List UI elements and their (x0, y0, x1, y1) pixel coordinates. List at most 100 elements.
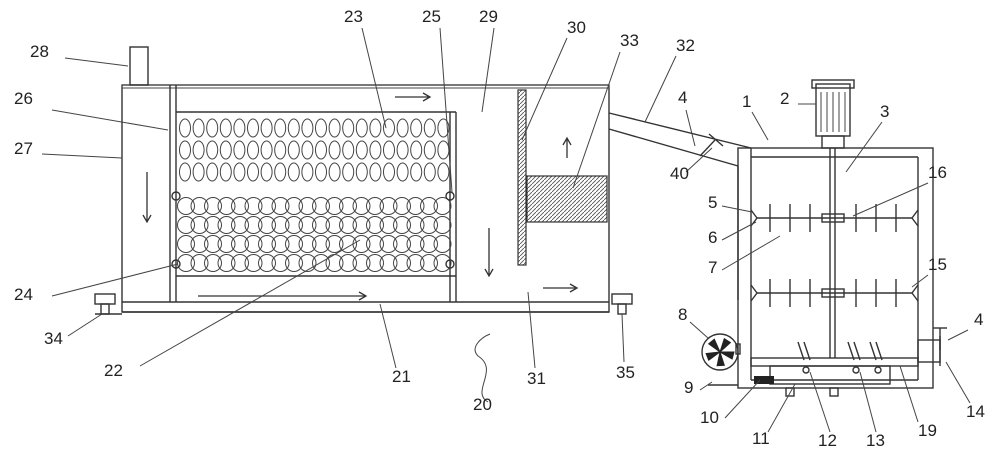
filter-oval (342, 118, 355, 138)
left-tank-top-edge (121, 84, 610, 89)
filter-oval (342, 162, 355, 182)
filter-oval (206, 140, 219, 160)
filter-ball (258, 216, 276, 234)
filter-ball (312, 216, 330, 234)
filter-oval (301, 162, 314, 182)
vent-pipe (129, 46, 149, 86)
filter-ball (352, 235, 371, 253)
filter-ball (433, 235, 452, 253)
label-l32: 32 (676, 36, 695, 55)
arrow-down-left (142, 172, 152, 224)
filter-oval (328, 140, 341, 160)
arrow-up-chamber (562, 136, 572, 158)
label-l9: 9 (684, 378, 693, 397)
filter-ball (298, 216, 317, 234)
filter-oval (219, 118, 232, 138)
filter-oval (328, 118, 341, 138)
filter-oval (274, 118, 287, 138)
label-l24: 24 (14, 285, 33, 304)
arrow-right-chamber (543, 283, 579, 293)
filter-oval (396, 140, 409, 160)
filter-ball (325, 254, 344, 272)
filter-oval (233, 162, 246, 182)
motor-base (821, 135, 845, 149)
leader-l4a (685, 109, 696, 147)
filter-oval (179, 140, 191, 160)
filter-ball (298, 254, 317, 272)
filter-ball (325, 216, 344, 234)
leader-l12 (809, 371, 831, 433)
filter-oval (423, 140, 436, 160)
label-l7: 7 (708, 258, 717, 277)
filter-oval (274, 140, 287, 160)
filter-ball (433, 216, 452, 234)
filter-ball (217, 216, 236, 234)
filter-oval (247, 140, 259, 160)
leader-l14 (945, 361, 971, 404)
arrow-right-bottom (198, 291, 368, 301)
filter-oval (192, 140, 205, 160)
leader-l32 (644, 55, 677, 123)
filter-oval (383, 162, 395, 182)
filter-ball (339, 216, 357, 234)
leader-l24 (51, 263, 179, 297)
filter-ball (258, 235, 276, 253)
filter-ball (231, 197, 249, 215)
filter-ball (366, 254, 384, 272)
fan-blade (716, 350, 725, 367)
leader-l27 (41, 153, 123, 159)
leader-l9 (699, 381, 713, 391)
filter-ball (244, 235, 263, 253)
left-tank (94, 46, 633, 315)
filter-ball (298, 197, 317, 215)
filter-oval (423, 118, 436, 138)
filter-oval (260, 162, 273, 182)
label-l3: 3 (880, 102, 889, 121)
filter-ball (406, 235, 425, 253)
connecting-pipe (608, 112, 752, 300)
nozzle (869, 341, 883, 361)
filter-ball (190, 254, 209, 272)
label-l22: 22 (104, 361, 123, 380)
label-l10: 10 (700, 408, 719, 427)
filter-ball (285, 197, 303, 215)
leader-l33 (572, 51, 621, 189)
label-l2: 2 (780, 89, 789, 108)
filter-oval (233, 118, 246, 138)
filter-ball (271, 197, 290, 215)
hinge-left-upper (171, 191, 181, 201)
fan-blade (718, 351, 735, 360)
left-foot-plate (94, 293, 116, 305)
filter-oval (355, 118, 368, 138)
filter-ball (285, 235, 303, 253)
air-inlet-spring (754, 376, 774, 384)
label-l15: 15 (928, 255, 947, 274)
filter-ball (339, 235, 357, 253)
filter-oval (369, 118, 382, 138)
hinge-right-upper (445, 191, 455, 201)
filter-ball (271, 254, 290, 272)
filter-oval (260, 118, 273, 138)
leader-l21 (379, 303, 397, 369)
filter-oval (355, 140, 368, 160)
label-l21: 21 (392, 367, 411, 386)
filter-oval (342, 140, 355, 160)
filter-ball (204, 197, 222, 215)
outlet-pipe (917, 339, 941, 363)
filter-ball (325, 197, 344, 215)
paddle-bearing-right (911, 209, 919, 227)
filter-ball (217, 235, 236, 253)
label-l14: 14 (966, 402, 985, 421)
filter-oval (301, 118, 314, 138)
filter-ball (339, 254, 357, 272)
filter-oval (410, 162, 423, 182)
filter-ball (352, 254, 371, 272)
leader-l28 (64, 57, 129, 67)
filter-ball (204, 235, 222, 253)
filter-oval (437, 140, 450, 160)
filter-ball (177, 216, 195, 234)
label-l25: 25 (422, 7, 441, 26)
right-foot-plate (611, 293, 633, 305)
leader-l16 (852, 182, 929, 217)
